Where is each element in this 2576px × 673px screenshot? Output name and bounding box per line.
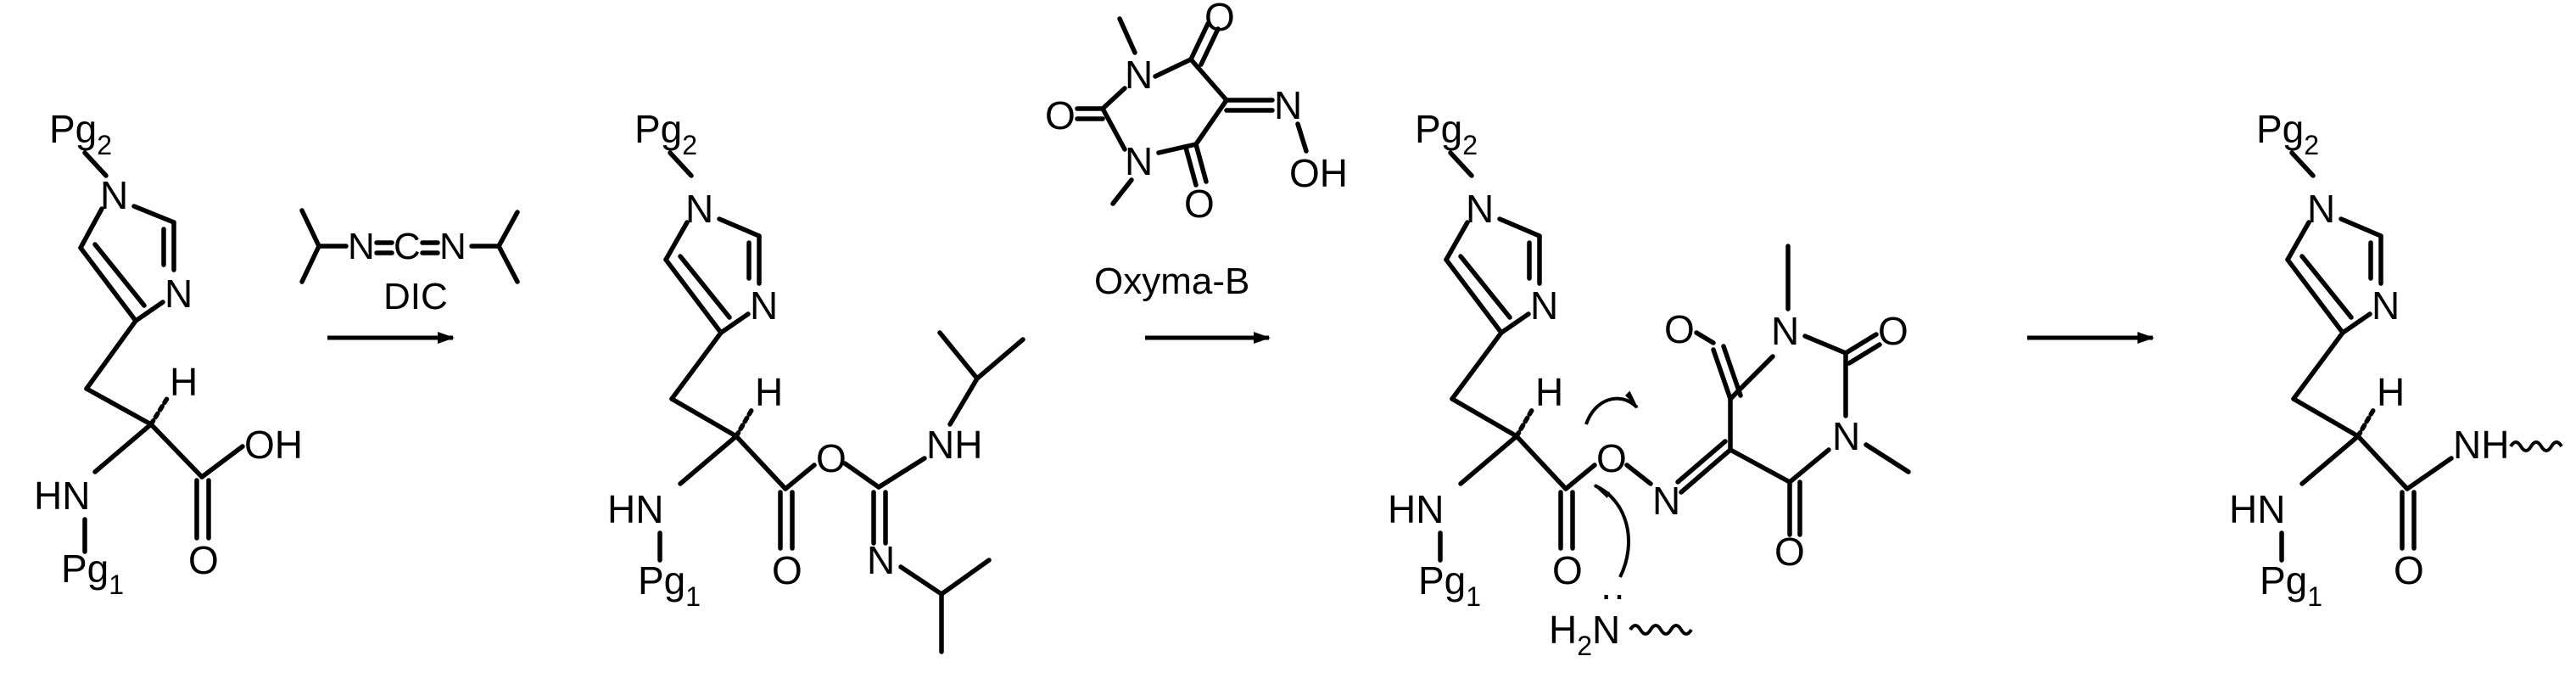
- imidazole-n1-label: N: [685, 187, 713, 231]
- molecule-histidine-acid: Pg2 N N H HN Pg1 OH O: [34, 107, 303, 600]
- oxyma-oxime-n-label: N: [1274, 83, 1302, 127]
- imidazole-n3-label: N: [750, 283, 778, 328]
- imidazole-n3-label: N: [2372, 283, 2400, 328]
- curly-arrow-electron-flow-1: [1584, 390, 1639, 425]
- dic-n2-label: N: [439, 226, 467, 267]
- molecule-amide-product: Pg2 N N H HN Pg1 O NH: [2229, 107, 2563, 612]
- reagent-oxyma-b: N O N OH O N O Oxyma-B: [1045, 0, 1348, 302]
- pg1-label: Pg1: [61, 547, 124, 600]
- imidazole-n1-label: N: [2307, 187, 2335, 231]
- hn-label: HN: [1388, 487, 1444, 531]
- isourea-n-label: N: [867, 538, 895, 582]
- curly-arrow-nucleophile: [1592, 484, 1630, 578]
- amide-wavy-bond: [2509, 440, 2563, 452]
- pg1-label: Pg1: [2260, 558, 2322, 612]
- amide-nh-label: NH: [2453, 423, 2509, 467]
- carbonyl-o-label: O: [1552, 548, 1583, 592]
- hn-label: HN: [34, 474, 90, 518]
- alpha-h-label: H: [2377, 370, 2405, 414]
- ester-o-label: O: [816, 436, 847, 480]
- ring-n1-label: N: [1771, 309, 1799, 353]
- imidazole-n3-label: N: [1530, 283, 1558, 328]
- oxyma-o2-label: O: [1184, 182, 1215, 226]
- pg2-label: Pg2: [1415, 107, 1478, 160]
- molecule-oxyma-active-ester: Pg2 N N H HN Pg1 O O N O N: [1388, 107, 1911, 661]
- dic-n1-label: N: [348, 226, 375, 267]
- alpha-h-label: H: [1535, 370, 1563, 414]
- amine-wavy-bond: [1629, 624, 1693, 636]
- reagent-dic: N C N DIC: [299, 208, 520, 317]
- ring-o2-label: O: [1878, 309, 1908, 353]
- alpha-h-label: H: [170, 360, 198, 404]
- oxyma-n1-label: N: [1125, 53, 1153, 97]
- pg1-label: Pg1: [638, 558, 701, 612]
- pg1-label: Pg1: [1418, 558, 1481, 612]
- amine-h2n-label: H2N: [1549, 608, 1620, 661]
- ring-o1-label: O: [1664, 307, 1695, 351]
- pg2-label: Pg2: [2256, 107, 2319, 160]
- oxyma-o3-label: O: [1045, 93, 1076, 137]
- oxyma-n2-label: N: [1125, 139, 1153, 183]
- pg2-label: Pg2: [634, 107, 697, 160]
- carbonyl-o-label: O: [2394, 548, 2424, 592]
- isourea-nh-label: NH: [926, 423, 982, 467]
- imidazole-n1-label: N: [1466, 187, 1494, 231]
- carbonyl-o-label: O: [188, 538, 219, 582]
- imidazole-n1-label: N: [100, 173, 128, 217]
- dic-c-label: C: [394, 226, 421, 267]
- hn-label: HN: [2229, 487, 2285, 531]
- carbonyl-o-label: O: [772, 548, 802, 592]
- ring-n2-label: N: [1832, 414, 1860, 458]
- oxyma-oh-label: OH: [1289, 151, 1348, 195]
- ester-o-label: O: [1596, 436, 1627, 480]
- oxyma-b-label: Oxyma-B: [1094, 261, 1249, 302]
- imidazole-n3-label: N: [165, 272, 193, 316]
- lone-pair-dots: ··: [1600, 572, 1626, 616]
- oxyma-o1-label: O: [1204, 0, 1235, 39]
- pg2-label: Pg2: [49, 107, 112, 160]
- molecule-o-acylisourea: Pg2 N N H HN Pg1 O O NH N: [607, 107, 1025, 654]
- hn-label: HN: [607, 487, 663, 531]
- alpha-h-label: H: [755, 370, 783, 414]
- oxime-n-label: N: [1652, 479, 1680, 523]
- dic-label: DIC: [383, 276, 448, 317]
- oh-label: OH: [244, 423, 303, 467]
- ring-o3-label: O: [1774, 530, 1805, 574]
